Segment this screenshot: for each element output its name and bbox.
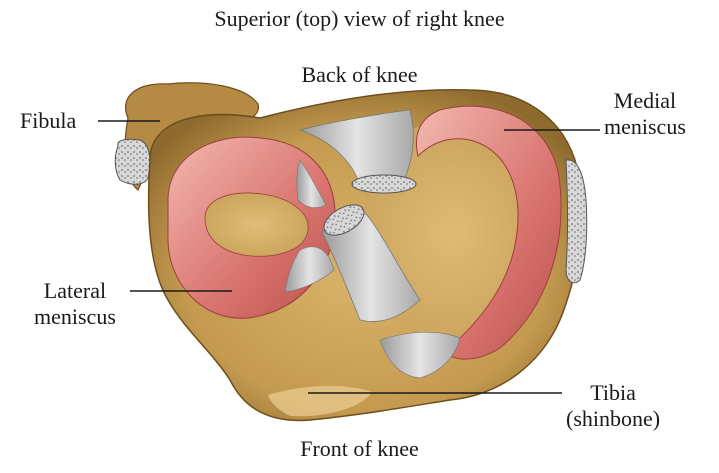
posterior-ligament-stump [351,174,417,194]
label-lateral-line1: Lateral [43,278,107,303]
label-medial-line1: Medial [613,88,677,113]
fibula-cartilage [114,138,151,185]
label-medial-meniscus: Medial meniscus [604,88,686,140]
lateral-plateau [204,192,309,257]
medial-edge-cartilage [565,159,588,284]
label-tibia-line1: Tibia [590,380,636,405]
label-lateral-meniscus: Lateral meniscus [34,278,116,330]
label-tibia: Tibia (shinbone) [566,380,660,432]
transverse-ligament [379,331,461,379]
label-fibula: Fibula [20,108,77,133]
anterior-ligament-stump [323,204,365,236]
diagram-title: Superior (top) view of right knee [214,6,505,31]
posterior-horn-ligament [296,159,327,209]
label-tibia-line2: (shinbone) [566,406,661,431]
label-front-of-knee: Front of knee [300,436,419,461]
lateral-horn-ligament [284,246,335,293]
label-medial-line2: meniscus [604,114,686,139]
label-lateral-line2: meniscus [34,304,116,329]
label-back-of-knee: Back of knee [301,62,418,87]
